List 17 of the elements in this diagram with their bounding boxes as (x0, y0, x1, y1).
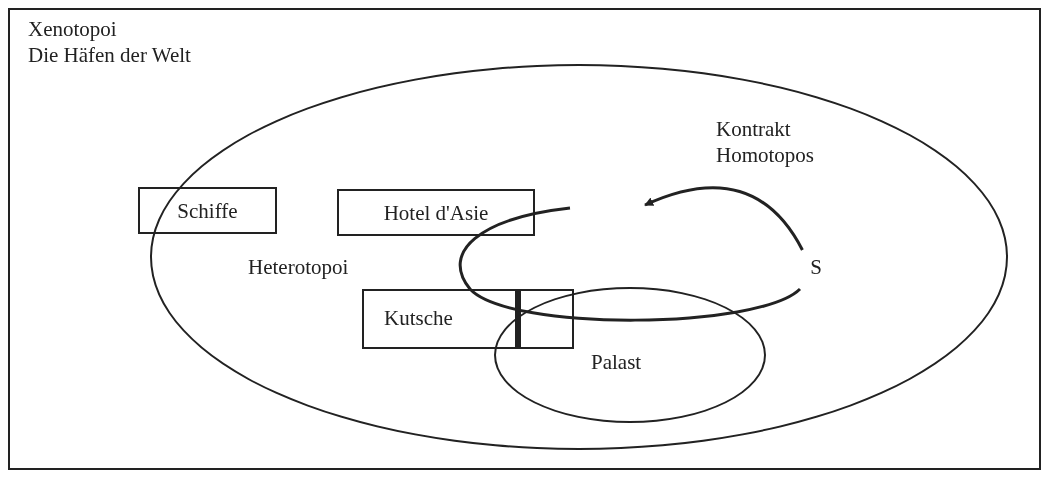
text-label: Kontrakt Homotopos (716, 116, 815, 168)
node-text: Heterotopoi (248, 254, 349, 280)
node-text: Schiffe (177, 197, 238, 224)
node-text: Palast (591, 349, 642, 375)
frame-box (8, 8, 1041, 470)
node-text: Kutsche (384, 305, 453, 331)
ellipse (150, 64, 1008, 450)
curve-line (458, 206, 801, 322)
arrow (644, 186, 804, 251)
node-text: Hotel d'Asie (383, 199, 489, 226)
frame-subtitle: Die Häfen der Welt (28, 42, 191, 68)
divided-box (362, 289, 574, 349)
ellipse (494, 287, 766, 423)
frame-title: Xenotopoi (28, 16, 117, 42)
labeled-box (337, 189, 535, 236)
labeled-box (138, 187, 277, 234)
node-label: S (810, 254, 822, 280)
